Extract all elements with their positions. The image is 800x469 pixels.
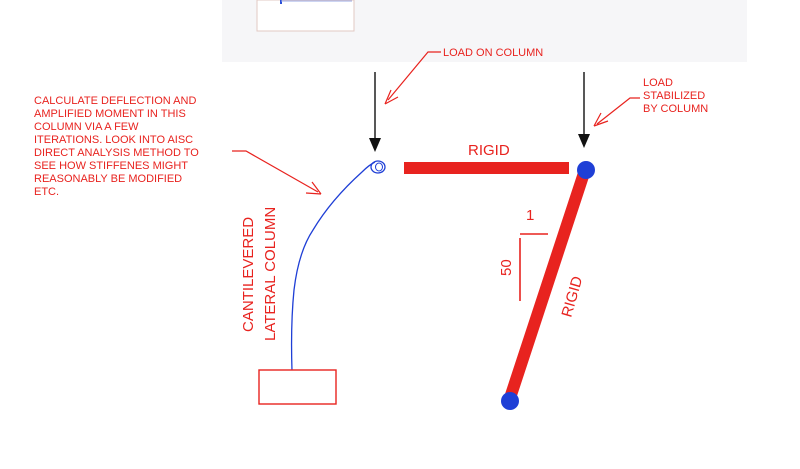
label-slope-run: 1 — [526, 207, 534, 224]
rigid-beam — [404, 162, 569, 174]
note-line-5: DIRECT ANALYSIS METHOD TO — [34, 147, 199, 159]
leader-load-stabilized-head — [593, 112, 609, 127]
label-load-stabilized-line-2: STABILIZED — [643, 90, 705, 102]
note-line-2: AMPLIFIED MOMENT IN THIS — [34, 108, 186, 120]
column-base — [258, 369, 337, 405]
label-load-on-column: LOAD ON COLUMN — [443, 47, 543, 59]
rigid-strut — [504, 171, 590, 400]
leader-load-on-column-head — [384, 89, 399, 105]
label-rigid-strut: RIGID — [559, 274, 587, 319]
column-tip-scribble — [370, 160, 386, 174]
pin-joint-bottom — [501, 392, 519, 410]
note-line-7: REASONABLY BE MODIFIED — [34, 173, 182, 185]
leader-load-on-column — [387, 51, 441, 101]
load-arrow-right-head — [578, 134, 590, 148]
load-arrow-left-head — [369, 138, 381, 152]
top-panel-box — [256, 0, 355, 32]
label-cantilever-line-1: CANTILEVERED — [240, 217, 257, 332]
leader-note-head — [305, 181, 322, 195]
label-cantilever-line-2: LATERAL COLUMN — [262, 207, 279, 341]
note-line-4: ITERATIONS. LOOK INTO AISC — [34, 134, 193, 146]
pin-joint-top — [577, 161, 595, 179]
leader-note — [232, 150, 319, 193]
note-line-8: ETC. — [34, 186, 59, 198]
label-slope-rise: 50 — [498, 259, 515, 276]
note-line-1: CALCULATE DEFLECTION AND — [34, 95, 196, 107]
label-load-stabilized-line-3: BY COLUMN — [643, 103, 708, 115]
leader-load-stabilized — [596, 97, 640, 125]
column-tip-scribble-inner — [375, 162, 383, 172]
note-line-3: COLUMN VIA A FEW — [34, 121, 139, 133]
label-load-stabilized-line-1: LOAD — [643, 77, 673, 89]
note-text-block: CALCULATE DEFLECTION AND AMPLIFIED MOMEN… — [34, 95, 199, 198]
cantilevered-column-curve — [290, 161, 376, 372]
note-line-6: SEE HOW STIFFENES MIGHT — [34, 160, 188, 172]
label-rigid-beam: RIGID — [468, 142, 510, 159]
